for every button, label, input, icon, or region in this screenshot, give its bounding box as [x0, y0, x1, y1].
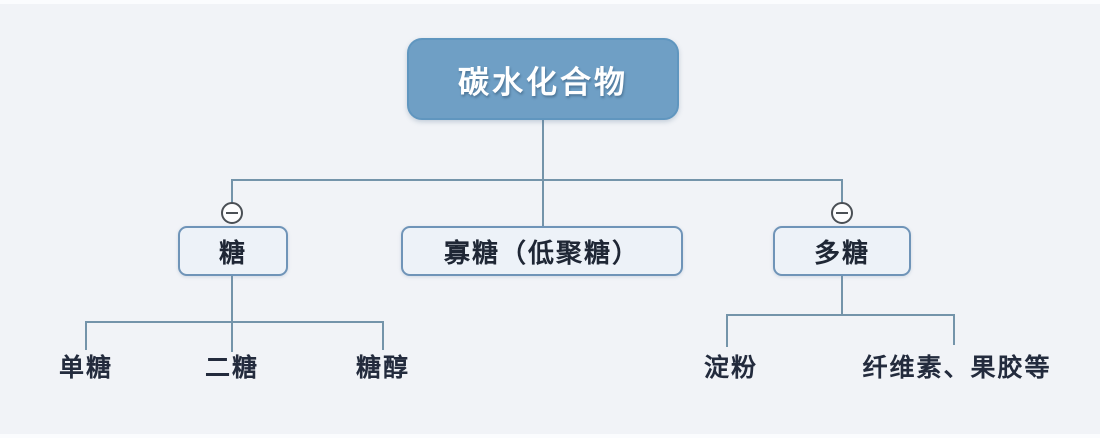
- node-carbohydrate-label: 碳水化合物: [458, 64, 628, 100]
- collapse-minus-icon-sugar[interactable]: [221, 202, 243, 224]
- collapse-minus-icon-poly[interactable]: [831, 202, 853, 224]
- connector-to-cellulose: [953, 314, 955, 345]
- top-edge-strip: [0, 0, 1100, 4]
- node-cellulose-pectin[interactable]: 纤维素、果胶等: [862, 354, 1052, 382]
- connector-poly-children-horizontal: [726, 314, 955, 316]
- node-carbohydrate-root[interactable]: 碳水化合物: [407, 38, 679, 120]
- node-sugar-label: 糖: [218, 237, 247, 268]
- node-oligosaccharide[interactable]: 寡糖（低聚糖）: [401, 226, 683, 276]
- connector-sugar-children-horizontal: [85, 321, 384, 323]
- node-sugar[interactable]: 糖: [178, 226, 288, 276]
- connector-to-sugar-alcohol: [382, 321, 384, 350]
- connector-to-sugar: [231, 179, 233, 203]
- node-oligosaccharide-label: 寡糖（低聚糖）: [443, 237, 640, 268]
- connector-root-down: [542, 120, 544, 180]
- node-monosaccharide[interactable]: 单糖: [58, 354, 113, 382]
- connector-level2-horizontal: [231, 179, 843, 181]
- connector-to-oligo: [542, 179, 544, 226]
- bottom-edge-strip: [0, 434, 1100, 438]
- connector-poly-down: [841, 276, 843, 316]
- connector-to-monosaccharide: [85, 321, 87, 350]
- node-disaccharide[interactable]: 二糖: [204, 354, 259, 382]
- connector-to-starch: [726, 314, 728, 347]
- node-sugar-alcohol[interactable]: 糖醇: [355, 354, 410, 382]
- node-polysaccharide[interactable]: 多糖: [773, 226, 911, 276]
- node-polysaccharide-label: 多糖: [813, 237, 870, 268]
- node-starch[interactable]: 淀粉: [703, 354, 758, 382]
- connector-to-poly: [841, 179, 843, 203]
- connector-sugar-down: [231, 276, 233, 352]
